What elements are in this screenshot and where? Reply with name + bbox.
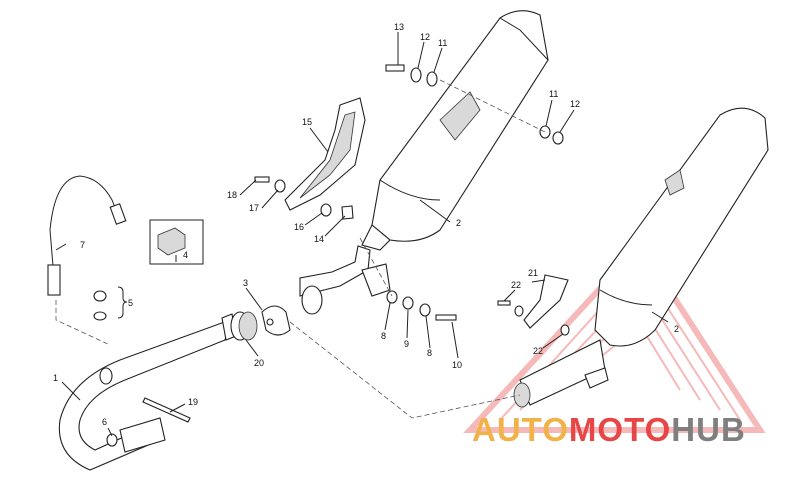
- brace-5: [117, 286, 128, 319]
- label-8: 8: [427, 348, 432, 358]
- label-12: 12: [570, 99, 580, 109]
- assembly-lines: [55, 79, 546, 419]
- label-10: 10: [452, 360, 462, 370]
- heat-shield-15: [284, 97, 366, 211]
- silencer-upper: [361, 10, 549, 251]
- lambda-sensor: [47, 175, 127, 296]
- label-4: 4: [183, 250, 188, 260]
- fasteners: [93, 64, 570, 447]
- silencer-lower: [513, 107, 769, 408]
- label-13: 13: [394, 22, 404, 32]
- seal-and-clamp: [230, 305, 291, 341]
- label-19: 19: [188, 397, 198, 407]
- connector-box: [149, 219, 204, 265]
- label-18: 18: [227, 190, 237, 200]
- label-8: 8: [381, 331, 386, 341]
- leader-lines: [55, 32, 669, 437]
- part-labels: 13 12 11 11 12 15 18 17 16 14 2 7 4 3 5 …: [53, 22, 679, 427]
- label-5: 5: [128, 298, 133, 308]
- label-20: 20: [254, 358, 264, 368]
- watermark-moto: MOTO: [569, 411, 671, 448]
- label-7: 7: [80, 240, 85, 250]
- watermark-logo: AUTOMOTOHUB: [472, 411, 746, 448]
- label-11: 11: [549, 89, 558, 99]
- label-14: 14: [314, 234, 324, 244]
- label-17: 17: [249, 203, 259, 213]
- label-6: 6: [102, 417, 107, 427]
- label-2: 2: [674, 324, 679, 334]
- label-22: 22: [533, 346, 543, 356]
- link-pipe: [299, 245, 391, 315]
- label-3: 3: [243, 278, 248, 288]
- header-pipe: [58, 313, 237, 471]
- watermark-hub: HUB: [671, 411, 746, 448]
- label-21: 21: [528, 268, 538, 278]
- label-2: 2: [456, 218, 461, 228]
- label-11: 11: [438, 38, 447, 48]
- label-1: 1: [53, 373, 58, 383]
- label-16: 16: [294, 222, 304, 232]
- watermark-auto: AUTO: [472, 411, 569, 448]
- label-12: 12: [420, 32, 430, 42]
- label-22: 22: [511, 280, 521, 290]
- label-15: 15: [302, 117, 312, 127]
- label-9: 9: [404, 339, 409, 349]
- svg-text:AUTOMOTOHUB: AUTOMOTOHUB: [472, 411, 746, 448]
- heat-shield-21: [523, 274, 569, 329]
